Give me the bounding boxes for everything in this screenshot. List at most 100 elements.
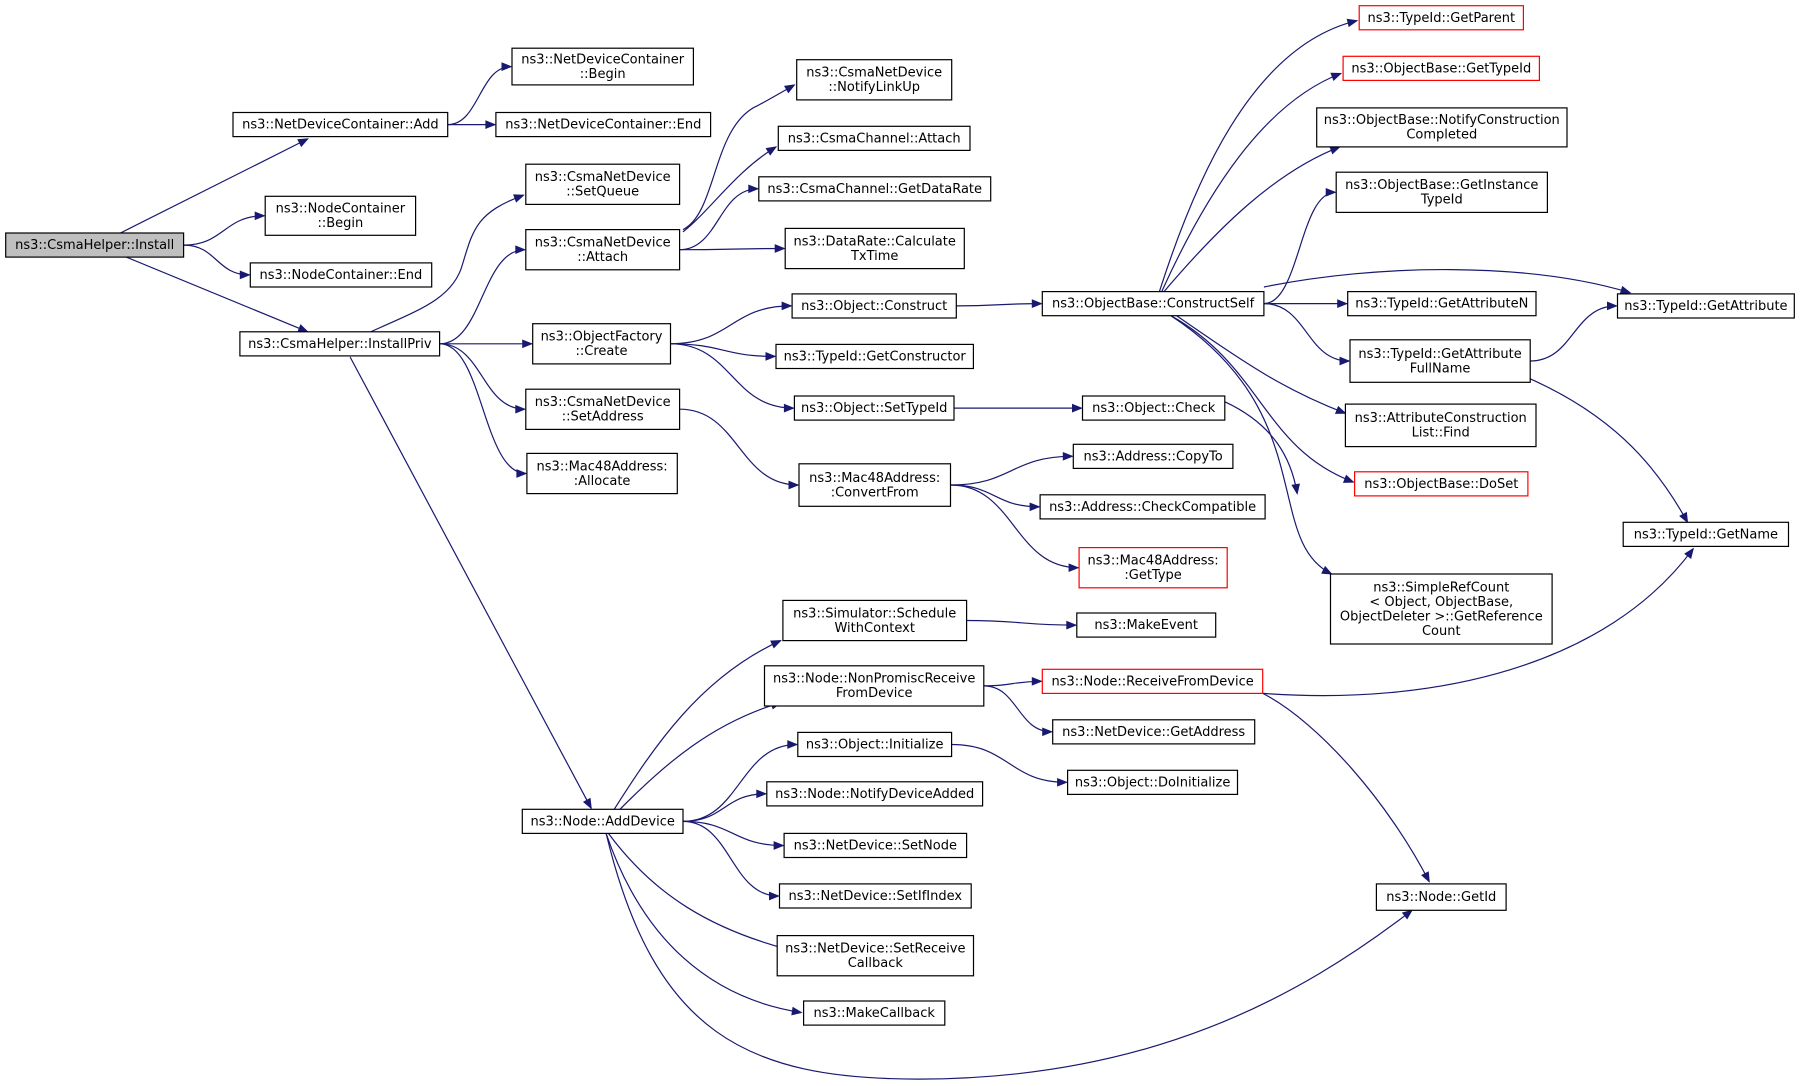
node-box[interactable] xyxy=(526,452,678,495)
node-box[interactable] xyxy=(793,395,955,421)
node-nc_begin[interactable]: ns3::NodeContainer::Begin xyxy=(264,195,417,236)
node-box[interactable] xyxy=(763,665,985,707)
node-nd_setnode[interactable]: ns3::NetDevice::SetNode xyxy=(783,832,968,859)
node-box[interactable] xyxy=(1347,291,1537,317)
node-cc_attach[interactable]: ns3::CsmaChannel::Attach xyxy=(777,125,971,152)
node-tid_getname[interactable]: ns3::TypeId::GetName xyxy=(1622,521,1790,547)
node-box[interactable] xyxy=(796,59,953,101)
node-box[interactable] xyxy=(525,388,681,431)
node-box[interactable] xyxy=(766,781,984,807)
node-box[interactable] xyxy=(5,232,185,258)
node-tid_getattribute[interactable]: ns3::TypeId::GetAttribute xyxy=(1616,293,1795,319)
node-box[interactable] xyxy=(1329,573,1553,645)
node-box[interactable] xyxy=(525,163,681,205)
node-box[interactable] xyxy=(249,262,433,288)
node-box[interactable] xyxy=(1066,769,1239,795)
node-ob_doset[interactable]: ns3::ObjectBase::DoSet xyxy=(1353,471,1529,497)
node-box[interactable] xyxy=(783,832,968,859)
node-ndc_end[interactable]: ns3::NetDeviceContainer::End xyxy=(495,111,712,138)
node-addr_checkcompat[interactable]: ns3::Address::CheckCompatible xyxy=(1039,494,1266,520)
node-box[interactable] xyxy=(1039,494,1266,520)
node-box[interactable] xyxy=(775,343,974,370)
node-ndc_add[interactable]: ns3::NetDeviceContainer::Add xyxy=(232,111,449,138)
node-ndc_begin[interactable]: ns3::NetDeviceContainer::Begin xyxy=(511,47,694,86)
node-box[interactable] xyxy=(791,293,957,319)
node-box[interactable] xyxy=(1041,668,1264,694)
node-box[interactable] xyxy=(1316,107,1568,148)
node-box[interactable] xyxy=(495,111,712,138)
node-mac_convertfrom[interactable]: ns3::Mac48Address::ConvertFrom xyxy=(798,463,952,507)
node-box[interactable] xyxy=(776,934,975,977)
node-obj_construct[interactable]: ns3::Object::Construct xyxy=(791,293,957,319)
node-box[interactable] xyxy=(777,125,971,152)
node-cnd_setqueue[interactable]: ns3::CsmaNetDevice::SetQueue xyxy=(525,163,681,205)
node-box[interactable] xyxy=(784,227,965,270)
node-box[interactable] xyxy=(782,599,968,642)
node-tid_getparent[interactable]: ns3::TypeId::GetParent xyxy=(1358,5,1524,31)
node-node_getid[interactable]: ns3::Node::GetId xyxy=(1375,883,1507,911)
node-box[interactable] xyxy=(802,1000,946,1026)
node-box[interactable] xyxy=(525,229,681,271)
node-nd_getaddress[interactable]: ns3::NetDevice::GetAddress xyxy=(1052,719,1256,745)
node-box[interactable] xyxy=(1344,403,1537,448)
node-install[interactable]: ns3::CsmaHelper::Install xyxy=(5,232,185,258)
node-box[interactable] xyxy=(778,883,972,909)
node-cnd_notifylinkup[interactable]: ns3::CsmaNetDevice::NotifyLinkUp xyxy=(796,59,953,101)
node-node_adddevice[interactable]: ns3::Node::AddDevice xyxy=(521,808,684,834)
node-box[interactable] xyxy=(1622,521,1790,547)
node-box[interactable] xyxy=(1081,395,1226,421)
node-addr_copyto[interactable]: ns3::Address::CopyTo xyxy=(1072,443,1234,469)
node-box[interactable] xyxy=(1342,55,1540,81)
node-box[interactable] xyxy=(511,47,694,86)
node-node_notifyadded[interactable]: ns3::Node::NotifyDeviceAdded xyxy=(766,781,984,807)
node-obj_check[interactable]: ns3::Object::Check xyxy=(1081,395,1226,421)
node-obj_settypeid[interactable]: ns3::Object::SetTypeId xyxy=(793,395,955,421)
node-box[interactable] xyxy=(264,195,417,236)
node-makecallback[interactable]: ns3::MakeCallback xyxy=(802,1000,946,1026)
node-box[interactable] xyxy=(1616,293,1795,319)
node-installpriv[interactable]: ns3::CsmaHelper::InstallPriv xyxy=(239,331,441,357)
node-cc_getdatarate[interactable]: ns3::CsmaChannel::GetDataRate xyxy=(758,176,992,202)
node-nc_end[interactable]: ns3::NodeContainer::End xyxy=(249,262,433,288)
node-box[interactable] xyxy=(758,176,992,202)
node-box[interactable] xyxy=(1358,5,1524,31)
node-box[interactable] xyxy=(1349,339,1531,383)
node-mac_gettype[interactable]: ns3::Mac48Address::GetType xyxy=(1078,546,1228,589)
node-ob_gettypeid[interactable]: ns3::ObjectBase::GetTypeId xyxy=(1342,55,1540,81)
node-box[interactable] xyxy=(1078,546,1228,589)
node-box[interactable] xyxy=(798,463,952,507)
node-box[interactable] xyxy=(532,323,672,365)
node-box[interactable] xyxy=(1353,471,1529,497)
node-box[interactable] xyxy=(1052,719,1256,745)
node-node_receivefromdevice[interactable]: ns3::Node::ReceiveFromDevice xyxy=(1041,668,1264,694)
node-ob_notifyconstruction[interactable]: ns3::ObjectBase::NotifyConstructionCompl… xyxy=(1316,107,1568,148)
node-src_getrefcount[interactable]: ns3::SimpleRefCount< Object, ObjectBase,… xyxy=(1329,573,1553,645)
node-tid_getconstructor[interactable]: ns3::TypeId::GetConstructor xyxy=(775,343,974,370)
node-of_create[interactable]: ns3::ObjectFactory::Create xyxy=(532,323,672,365)
node-ob_constructself[interactable]: ns3::ObjectBase::ConstructSelf xyxy=(1041,291,1265,317)
node-box[interactable] xyxy=(232,111,449,138)
node-box[interactable] xyxy=(239,331,441,357)
node-mac_allocate[interactable]: ns3::Mac48Address::Allocate xyxy=(526,452,678,495)
node-box[interactable] xyxy=(1335,171,1548,213)
node-box[interactable] xyxy=(521,808,684,834)
node-box[interactable] xyxy=(1375,883,1507,911)
node-box[interactable] xyxy=(797,731,953,758)
node-makeevent[interactable]: ns3::MakeEvent xyxy=(1076,612,1217,638)
node-obj_initialize[interactable]: ns3::Object::Initialize xyxy=(797,731,953,758)
node-box[interactable] xyxy=(1072,443,1234,469)
node-obj_doinitialize[interactable]: ns3::Object::DoInitialize xyxy=(1066,769,1239,795)
node-cnd_setaddress[interactable]: ns3::CsmaNetDevice::SetAddress xyxy=(525,388,681,431)
node-nd_setifindex[interactable]: ns3::NetDevice::SetIfIndex xyxy=(778,883,972,909)
node-box[interactable] xyxy=(1076,612,1217,638)
node-box[interactable] xyxy=(1041,291,1265,317)
node-cnd_attach[interactable]: ns3::CsmaNetDevice::Attach xyxy=(525,229,681,271)
node-tid_getattributen[interactable]: ns3::TypeId::GetAttributeN xyxy=(1347,291,1537,317)
